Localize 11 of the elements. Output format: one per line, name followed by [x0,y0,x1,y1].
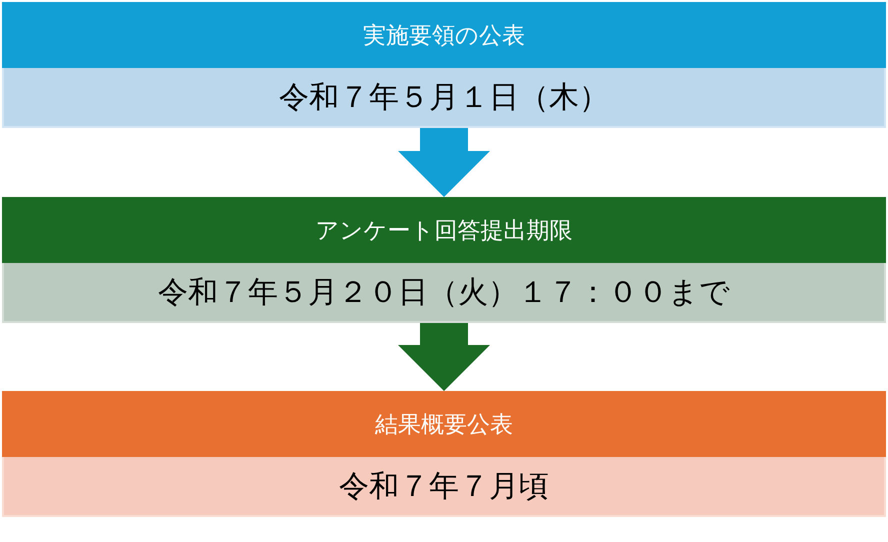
heading-band: 実施要領の公表 [2,2,886,68]
arrow [398,128,490,197]
stage-box [2,391,886,517]
heading-band: アンケート回答提出期限 [2,197,886,263]
heading-band: 結果概要公表 [2,391,886,457]
date-text: 令和７年５月１日（木） [279,80,609,116]
arrow [398,323,490,391]
stage-box [2,197,886,323]
date-text: 令和７年５月２０日（火）１７：００まで [158,275,730,311]
date-text: 令和７年７月頃 [339,469,549,505]
stage-box [2,2,886,128]
